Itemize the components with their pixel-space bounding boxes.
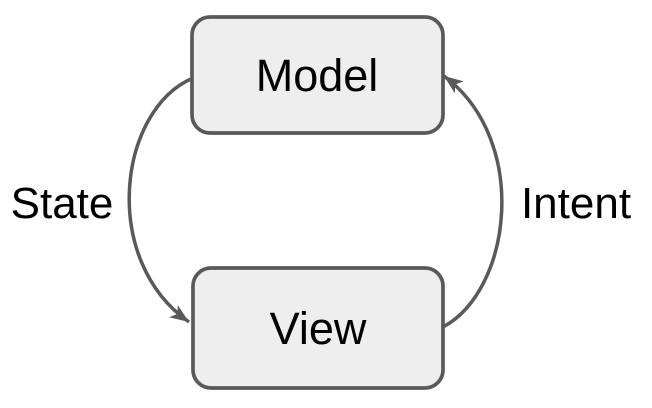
intent-edge-arrow — [442, 74, 504, 329]
state-edge-arrow — [127, 76, 194, 324]
state-edge-label: State — [11, 179, 114, 228]
view-node-label: View — [270, 303, 367, 354]
model-node-label: Model — [256, 50, 379, 101]
view-node-box — [191, 266, 445, 390]
intent-edge-label: Intent — [521, 179, 631, 228]
model-node: Model — [190, 15, 445, 135]
view-node: View — [191, 266, 445, 390]
model-node-box — [190, 15, 445, 135]
